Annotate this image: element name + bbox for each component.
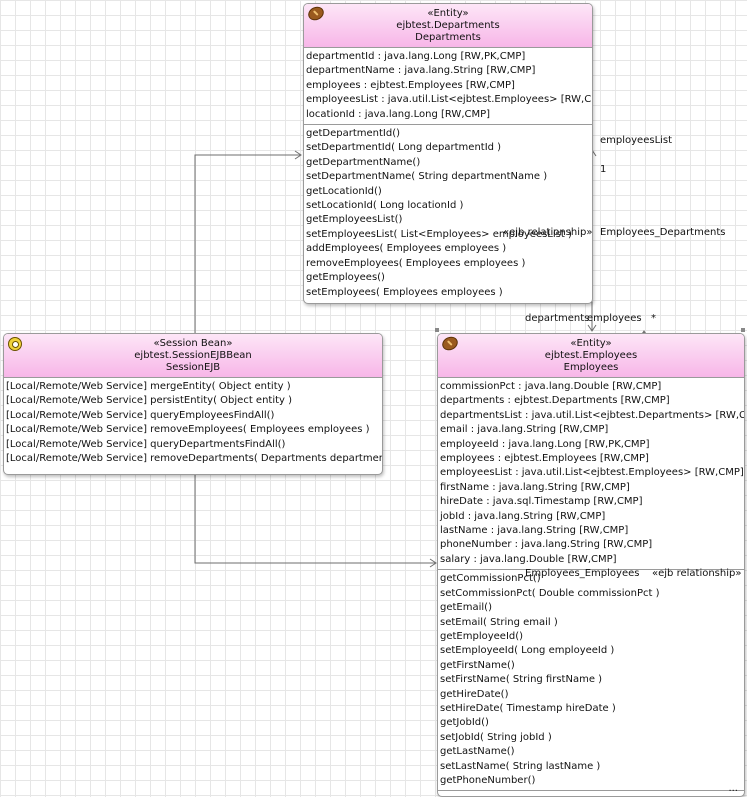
attribute[interactable]: employeesList : java.util.List<ejbtest.E… — [440, 467, 744, 479]
attribute[interactable]: employeeId : java.lang.Long [RW,PK,CMP] — [440, 438, 650, 450]
attribute[interactable]: departmentName : java.lang.String [RW,CM… — [306, 65, 536, 77]
method[interactable]: setLastName( String lastName ) — [440, 760, 601, 772]
employees-header[interactable]: «Entity» ejbtest.Employees Employees — [438, 334, 744, 378]
method[interactable]: setEmail( String email ) — [440, 616, 558, 628]
role-label-departments[interactable]: departments — [525, 313, 590, 324]
method[interactable]: [Local/Remote/Web Service] mergeEntity( … — [6, 381, 291, 392]
method[interactable]: setFirstName( String firstName ) — [440, 674, 603, 686]
method[interactable]: getLastName() — [440, 746, 515, 758]
method[interactable]: setEmployeeId( Long employeeId ) — [440, 645, 615, 657]
relationship-arrowhead-bottom — [587, 324, 597, 332]
role-label-employees[interactable]: employees — [587, 313, 642, 324]
attribute[interactable]: phoneNumber : java.lang.String [RW,CMP] — [440, 539, 653, 551]
departments-entity[interactable]: «Entity» ejbtest.Departments Departments… — [303, 3, 593, 304]
employees-qualified-name: ejbtest.Employees — [544, 350, 638, 361]
method[interactable]: [Local/Remote/Web Service] queryDepartme… — [6, 438, 286, 450]
attribute[interactable]: departmentId : java.lang.Long [RW,PK,CMP… — [306, 51, 526, 62]
relationship-name-label[interactable]: Employees_Departments — [600, 227, 726, 238]
method[interactable]: setDepartmentName( String departmentName… — [306, 171, 548, 183]
selection-handle[interactable] — [741, 328, 745, 332]
method[interactable]: getLocationId() — [306, 185, 382, 197]
attribute[interactable]: employees : ejbtest.Employees [RW,CMP] — [440, 453, 649, 465]
session-class-name: SessionEJB — [165, 362, 221, 373]
method[interactable]: getEmployeesList() — [306, 214, 403, 226]
method[interactable]: setLocationId( Long locationId ) — [306, 200, 464, 212]
attribute[interactable]: salary : java.lang.Double [RW,CMP] — [440, 553, 617, 565]
attribute[interactable]: departmentsList : java.util.List<ejbtest… — [440, 409, 745, 421]
departments-stereotype: «Entity» — [427, 8, 469, 19]
method[interactable]: getPhoneNumber() — [440, 774, 536, 786]
method[interactable]: [Local/Remote/Web Service] removeDepartm… — [6, 453, 383, 465]
attribute[interactable]: locationId : java.lang.Long [RW,CMP] — [306, 108, 491, 120]
departments-methods: getDepartmentId() setDepartmentId( Long … — [304, 125, 592, 302]
method[interactable]: setEmployees( Employees employees ) — [306, 286, 503, 298]
session-stereotype: «Session Bean» — [153, 338, 233, 349]
attribute[interactable]: employeesList : java.util.List<ejbtest.E… — [306, 94, 593, 106]
session-to-departments-dependency[interactable] — [194, 154, 301, 333]
method[interactable]: removeEmployees( Employees employees ) — [306, 257, 526, 269]
method[interactable]: getCommissionPct() — [440, 573, 541, 585]
employees-stereotype: «Entity» — [570, 338, 612, 349]
session-qualified-name: ejbtest.SessionEJBBean — [134, 350, 252, 361]
method[interactable]: setHireDate( Timestamp hireDate ) — [440, 702, 616, 714]
departments-header[interactable]: «Entity» ejbtest.Departments Departments — [304, 4, 592, 48]
method[interactable]: [Local/Remote/Web Service] persistEntity… — [6, 395, 293, 407]
selection-handle[interactable] — [435, 328, 439, 332]
method[interactable]: getDepartmentName() — [306, 156, 421, 168]
self-relationship-name-label[interactable]: Employees_Employees — [525, 568, 640, 579]
attribute[interactable]: hireDate : java.sql.Timestamp [RW,CMP] — [440, 496, 643, 508]
method[interactable]: getEmployeeId() — [440, 630, 524, 642]
departments-qualified-name: ejbtest.Departments — [396, 20, 500, 31]
attribute[interactable]: firstName : java.lang.String [RW,CMP] — [440, 481, 630, 493]
more-members-indicator: ... — [728, 783, 738, 794]
attribute[interactable]: lastName : java.lang.String [RW,CMP] — [440, 525, 629, 537]
method[interactable]: setEmployeesList( List<Employees> employ… — [306, 228, 572, 240]
attribute[interactable]: employees : ejbtest.Employees [RW,CMP] — [306, 79, 515, 91]
method[interactable]: getFirstName() — [440, 659, 515, 671]
employees-class-name: Employees — [563, 362, 619, 373]
multiplicity-label-one[interactable]: 1 — [600, 164, 607, 175]
session-header[interactable]: «Session Bean» ejbtest.SessionEJBBean Se… — [4, 334, 382, 378]
session-to-employees-arrowhead — [429, 558, 437, 568]
session-to-departments-arrowhead — [294, 150, 302, 160]
method[interactable]: setCommissionPct( Double commissionPct ) — [440, 587, 660, 599]
method[interactable]: setJobId( String jobId ) — [440, 731, 552, 743]
method[interactable]: getEmail() — [440, 602, 492, 614]
multiplicity-label-many[interactable]: * — [651, 313, 656, 324]
attribute[interactable]: jobId : java.lang.String [RW,CMP] — [440, 510, 606, 522]
method[interactable]: getEmployees() — [306, 272, 385, 284]
attribute[interactable]: email : java.lang.String [RW,CMP] — [440, 424, 609, 436]
self-relationship-stereotype-label[interactable]: «ejb relationship» — [652, 568, 742, 579]
employees-attributes: commissionPct : java.lang.Double [RW,CMP… — [438, 378, 745, 571]
relationship-stereotype-label[interactable]: «ejb relationship» — [503, 227, 593, 238]
session-methods: [Local/Remote/Web Service] mergeEntity( … — [4, 378, 382, 468]
method[interactable]: getDepartmentId() — [306, 128, 401, 140]
departments-class-name: Departments — [415, 32, 481, 43]
method[interactable]: [Local/Remote/Web Service] removeEmploye… — [6, 424, 370, 436]
attribute[interactable]: departments : ejbtest.Departments [RW,CM… — [440, 395, 670, 407]
method[interactable]: addEmployees( Employees employees ) — [306, 243, 507, 255]
session-bean[interactable]: «Session Bean» ejbtest.SessionEJBBean Se… — [3, 333, 383, 475]
departments-attributes: departmentId : java.lang.Long [RW,PK,CMP… — [304, 48, 593, 126]
method[interactable]: getHireDate() — [440, 688, 509, 700]
employees-methods: getCommissionPct() setCommissionPct( Dou… — [438, 570, 744, 792]
session-to-employees-dependency[interactable] — [194, 474, 436, 564]
method[interactable]: setDepartmentId( Long departmentId ) — [306, 142, 502, 154]
method[interactable]: getJobId() — [440, 717, 489, 729]
employees-entity[interactable]: «Entity» ejbtest.Employees Employees com… — [437, 333, 745, 797]
session-bean-icon — [8, 337, 22, 351]
role-label-employees-list[interactable]: employeesList — [600, 135, 673, 146]
method[interactable]: [Local/Remote/Web Service] queryEmployee… — [6, 409, 275, 421]
attribute[interactable]: commissionPct : java.lang.Double [RW,CMP… — [440, 381, 662, 392]
